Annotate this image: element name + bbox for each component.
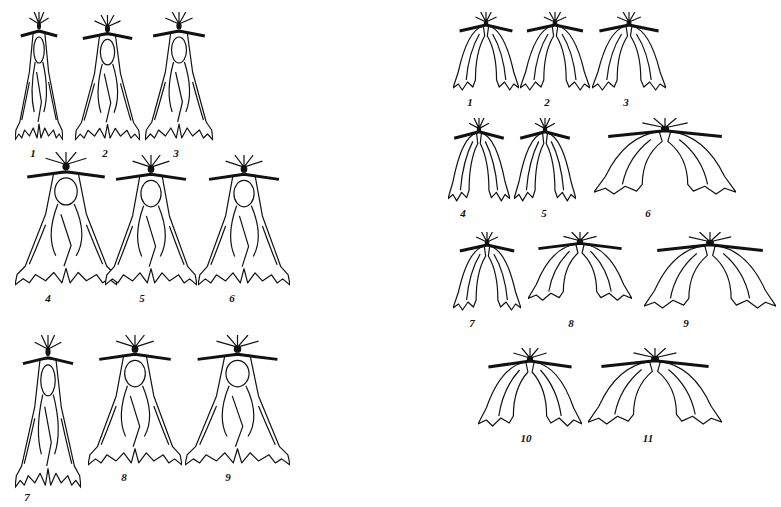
figure-number: 2 — [101, 148, 109, 159]
figure-number: 7 — [468, 318, 476, 329]
figure-number: 1 — [29, 148, 37, 159]
figure-number: 9 — [224, 472, 232, 483]
figure-number: 2 — [543, 97, 551, 108]
figure-number: 6 — [228, 293, 236, 304]
figure-number: 1 — [466, 97, 474, 108]
figure-number: 3 — [622, 97, 630, 108]
figure-number: 8 — [120, 472, 128, 483]
figure-number: 9 — [682, 318, 690, 329]
figure-number: 7 — [23, 492, 31, 503]
figure-number: 10 — [520, 433, 533, 444]
figure-number: 5 — [540, 208, 548, 219]
figure-number: 6 — [644, 208, 652, 219]
figure-number: 8 — [567, 318, 575, 329]
figure-number: 5 — [138, 293, 146, 304]
figure-number: 11 — [642, 433, 654, 444]
figure-number: 4 — [44, 293, 52, 304]
figure-number: 3 — [172, 148, 180, 159]
figure-number: 4 — [459, 208, 467, 219]
